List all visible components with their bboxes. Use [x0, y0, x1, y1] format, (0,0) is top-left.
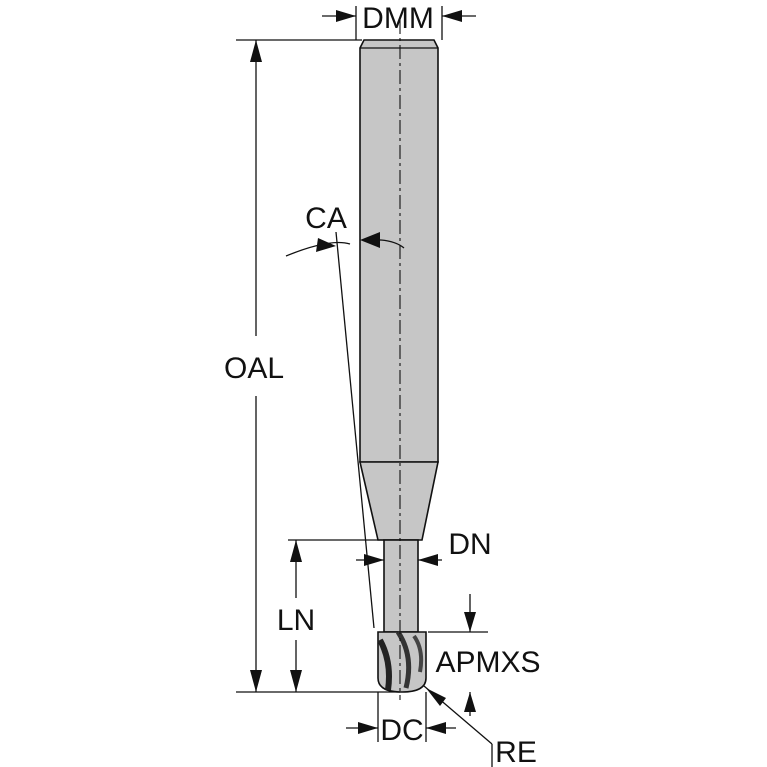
flute-2	[395, 630, 412, 689]
apmxs-arrow-top	[464, 612, 476, 632]
oal-dimension: OAL	[224, 39, 400, 693]
dn-arrow-left	[364, 554, 384, 566]
re-dimension: RE	[423, 685, 537, 767]
apmxs-dimension: APMXS	[428, 594, 541, 716]
oal-arrow-bottom	[250, 670, 262, 692]
dc-arrow-right	[426, 722, 446, 734]
oal-label: OAL	[224, 352, 284, 385]
ln-dimension: LN	[277, 540, 315, 692]
ln-label: LN	[277, 604, 315, 637]
dmm-arrow-left	[336, 10, 356, 22]
dc-dimension: DC	[346, 692, 456, 747]
dn-arrow-right	[418, 554, 438, 566]
re-arrow	[426, 688, 446, 706]
ln-arrow-bottom	[290, 670, 302, 692]
ln-arrow-top	[290, 540, 302, 562]
apmxs-label: APMXS	[435, 646, 540, 679]
flute-3	[412, 634, 424, 673]
dmm-label: DMM	[362, 2, 434, 35]
ca-arrow-left	[316, 238, 336, 252]
dn-dimension: DN	[288, 528, 492, 566]
dmm-arrow-right	[442, 10, 462, 22]
dn-label: DN	[448, 528, 491, 561]
ca-arrow-right	[360, 232, 380, 248]
flute-1	[377, 638, 392, 691]
dc-label: DC	[380, 714, 423, 747]
apmxs-arrow-bottom	[464, 692, 476, 712]
tool-body	[358, 20, 439, 700]
dmm-dimension: DMM	[322, 2, 476, 40]
neck	[383, 539, 419, 633]
re-label: RE	[495, 736, 537, 767]
ca-label: CA	[305, 202, 347, 235]
oal-arrow-top	[250, 40, 262, 62]
taper-section	[358, 461, 439, 541]
shank	[359, 39, 439, 463]
dc-arrow-left	[358, 722, 378, 734]
